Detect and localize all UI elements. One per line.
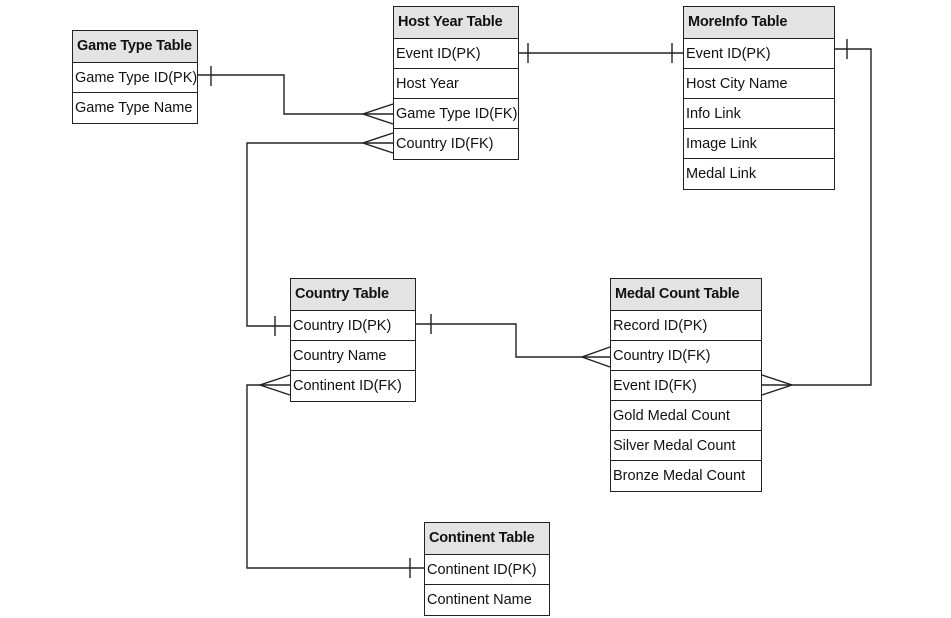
country-table: Country Table Country ID(PK) Country Nam… <box>290 278 416 402</box>
moreinfo-field-info-link: Info Link <box>684 99 834 129</box>
medal-count-field-gold: Gold Medal Count <box>611 401 761 431</box>
line-country-medalcount <box>416 323 610 358</box>
medal-count-field-country-id: Country ID(FK) <box>611 341 761 371</box>
host-year-field-event-id: Event ID(PK) <box>394 39 518 69</box>
continent-table-title: Continent Table <box>425 523 549 555</box>
line-moreinfo-medalcount <box>762 48 872 386</box>
medal-count-table-title: Medal Count Table <box>611 279 761 311</box>
moreinfo-field-image-link: Image Link <box>684 129 834 159</box>
crowsfoot-medalcount-event <box>761 374 795 396</box>
country-field-country-id: Country ID(PK) <box>291 311 415 341</box>
moreinfo-table-title: MoreInfo Table <box>684 7 834 39</box>
line-country-continent <box>246 384 424 569</box>
game-type-field-name: Game Type Name <box>75 100 193 116</box>
host-year-table-title: Host Year Table <box>394 7 518 39</box>
moreinfo-field-event-id: Event ID(PK) <box>684 39 834 69</box>
host-year-table: Host Year Table Event ID(PK) Host Year G… <box>393 6 519 160</box>
host-year-field-host-year: Host Year <box>394 69 518 99</box>
moreinfo-field-medal-link: Medal Link <box>686 166 757 182</box>
continent-table: Continent Table Continent ID(PK) Contine… <box>424 522 550 616</box>
medal-count-table: Medal Count Table Record ID(PK) Country … <box>610 278 762 492</box>
host-year-field-country-id: Country ID(FK) <box>396 136 494 152</box>
continent-field-continent-id: Continent ID(PK) <box>425 555 549 585</box>
crowsfoot-medalcount-country <box>579 346 611 368</box>
moreinfo-field-host-city: Host City Name <box>684 69 834 99</box>
country-field-continent-id: Continent ID(FK) <box>293 378 402 394</box>
line-gametype-hostyear <box>198 74 393 115</box>
host-year-field-game-type-id: Game Type ID(FK) <box>394 99 518 129</box>
game-type-field-pk: Game Type ID(PK) <box>73 63 197 93</box>
line-hostyear-country <box>246 142 393 327</box>
continent-field-continent-name: Continent Name <box>427 592 532 608</box>
country-field-country-name: Country Name <box>291 341 415 371</box>
crowsfoot-country-continent <box>257 374 291 396</box>
game-type-table: Game Type Table Game Type ID(PK) Game Ty… <box>72 30 198 124</box>
country-table-title: Country Table <box>291 279 415 311</box>
crowsfoot-hostyear-gametype <box>360 103 394 125</box>
moreinfo-table: MoreInfo Table Event ID(PK) Host City Na… <box>683 6 835 190</box>
medal-count-field-silver: Silver Medal Count <box>611 431 761 461</box>
game-type-table-title: Game Type Table <box>73 31 197 63</box>
medal-count-field-bronze: Bronze Medal Count <box>613 468 746 484</box>
crowsfoot-hostyear-country <box>360 132 394 154</box>
medal-count-field-event-id: Event ID(FK) <box>611 371 761 401</box>
medal-count-field-record-id: Record ID(PK) <box>611 311 761 341</box>
